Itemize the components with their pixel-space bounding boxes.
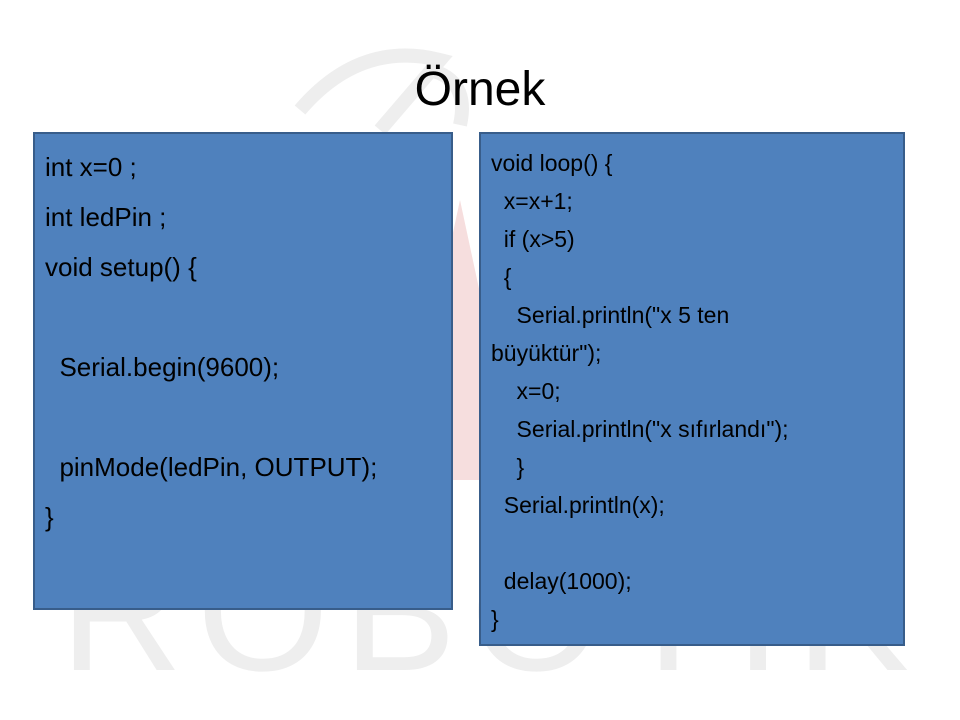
loop-code-line: Serial.println("x 5 ten <box>491 302 730 328</box>
setup-code-line <box>45 392 451 442</box>
loop-code-line: { <box>491 264 512 290</box>
loop-code-line: if (x>5) <box>491 226 575 252</box>
loop-code-line: Serial.println("x sıfırlandı"); <box>491 416 789 442</box>
watermark-swoosh-inner <box>427 63 469 127</box>
setup-code-line <box>45 292 451 342</box>
setup-code-line: void setup() { <box>45 252 197 282</box>
slide-title: Örnek <box>414 63 546 116</box>
loop-code-line: } <box>491 606 499 632</box>
code-box-loop: void loop() { x=x+1; if (x>5) { Serial.p… <box>479 132 905 646</box>
code-box-setup: int x=0 ; int ledPin ; void setup() { Seri… <box>33 132 453 610</box>
setup-code-line: int ledPin ; <box>45 202 167 232</box>
loop-code-line: x=0; <box>491 378 561 404</box>
setup-code-line: } <box>45 502 54 532</box>
loop-code-line: delay(1000); <box>491 568 632 594</box>
loop-code-line <box>491 524 903 562</box>
loop-code-line: void loop() { <box>491 150 613 176</box>
loop-code-line: büyüktür"); <box>491 340 602 366</box>
loop-code-line: Serial.println(x); <box>491 492 665 518</box>
setup-code-line: int x=0 ; <box>45 152 137 182</box>
loop-code-line: } <box>491 454 525 480</box>
watermark-swoosh <box>294 48 453 135</box>
setup-code-line: Serial.begin(9600); <box>45 352 280 382</box>
setup-code-line: pinMode(ledPin, OUTPUT); <box>45 452 378 482</box>
loop-code-line: x=x+1; <box>491 188 573 214</box>
